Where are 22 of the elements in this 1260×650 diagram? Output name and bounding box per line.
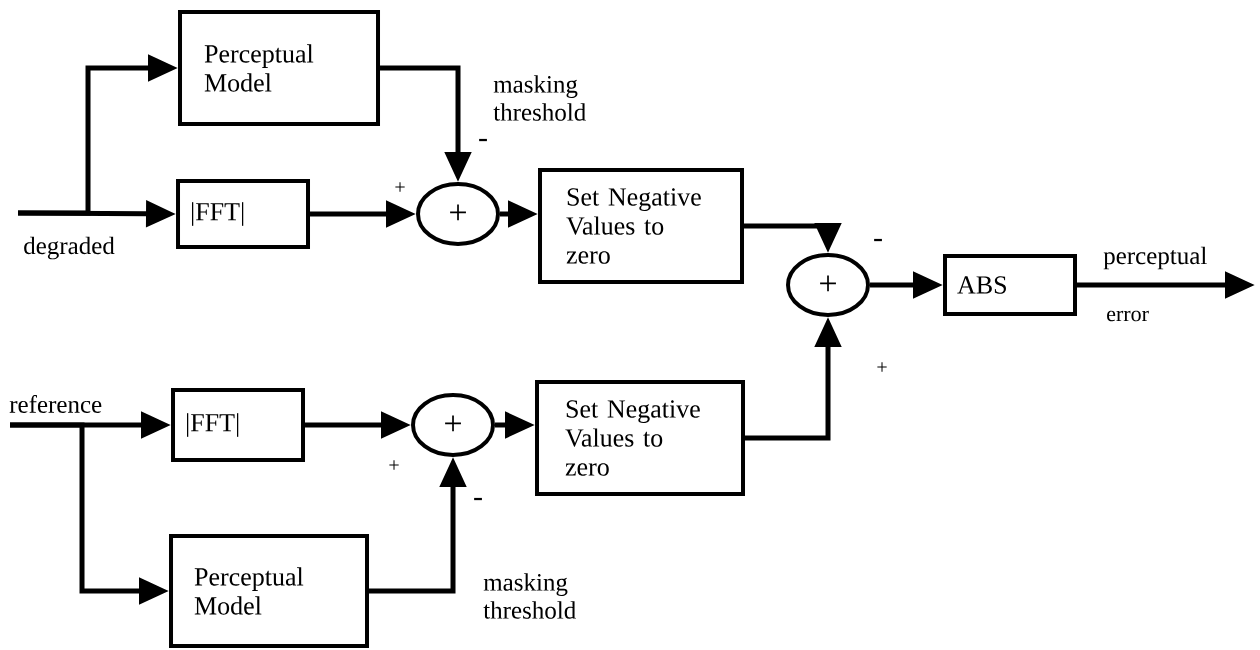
signal-label: error xyxy=(1107,310,1149,322)
signal-label: perceptual xyxy=(1103,246,1207,270)
signal-label: masking threshold xyxy=(493,75,586,121)
signal-label: degraded xyxy=(24,236,115,260)
process-box: Perceptual Model xyxy=(178,10,380,126)
signal-label: masking threshold xyxy=(483,573,576,619)
process-box: Perceptual Model xyxy=(169,534,369,648)
sign-label: + xyxy=(877,362,887,372)
sign-label: - xyxy=(874,238,882,242)
summing-junction: + xyxy=(411,393,495,457)
sign-label: - xyxy=(479,138,487,142)
signal-label: reference xyxy=(9,395,102,413)
summing-junction: + xyxy=(416,182,500,246)
process-box: |FFT| xyxy=(171,388,305,462)
process-box: Set Negative Values to zero xyxy=(538,168,744,284)
process-box: ABS xyxy=(943,254,1077,316)
process-box: |FFT| xyxy=(176,179,310,249)
sign-label: + xyxy=(395,182,405,192)
process-box: Set Negative Values to zero xyxy=(535,380,745,496)
sign-label: - xyxy=(474,497,482,501)
summing-junction: + xyxy=(786,253,870,317)
sign-label: + xyxy=(389,460,399,470)
